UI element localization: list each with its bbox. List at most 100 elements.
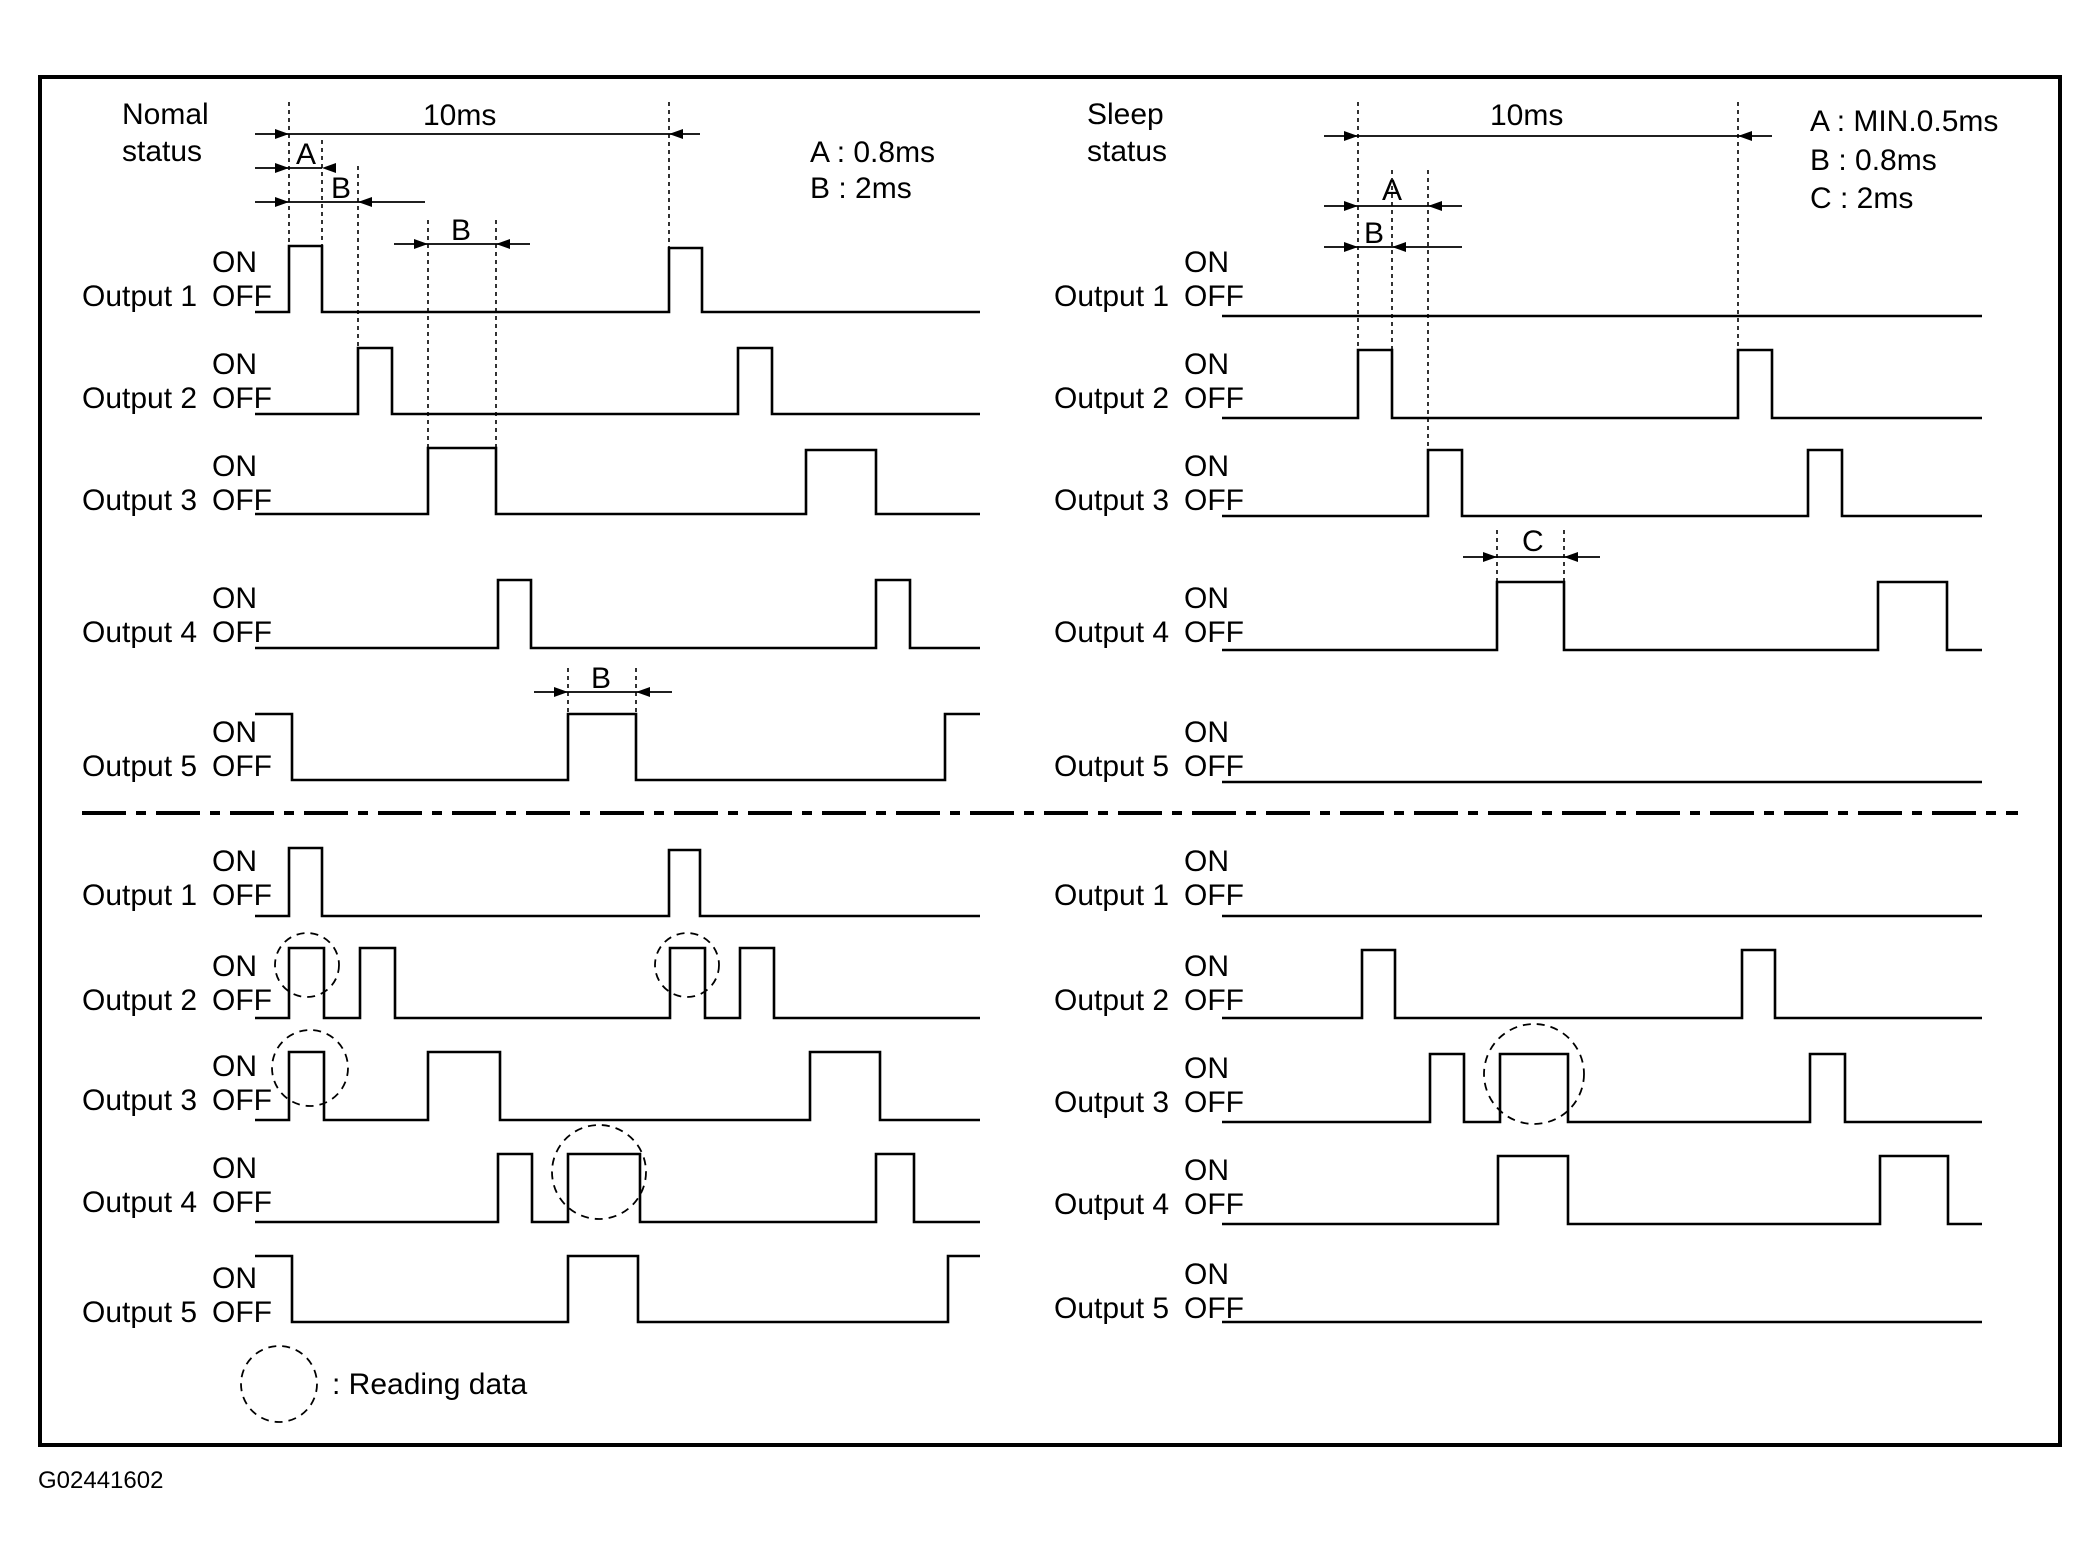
normal-reading-panel: ON Output 1 OFF ON Output 2 OFF ON Outpu… bbox=[82, 845, 980, 1329]
sleep-reading-output2-waveform bbox=[1222, 948, 1982, 1020]
normal-reading-output4-waveform bbox=[255, 1152, 980, 1224]
state-on-label: ON bbox=[212, 1262, 257, 1295]
channel-label: Output 5 bbox=[82, 750, 197, 783]
normal-ch1-labels: ON Output 1 OFF bbox=[82, 246, 272, 313]
normal-dim-b-label-3: B bbox=[591, 662, 611, 695]
channel-label: Output 4 bbox=[1054, 616, 1169, 649]
state-off-label: OFF bbox=[212, 1186, 272, 1219]
channel-label: Output 3 bbox=[82, 484, 197, 517]
normal-reading-ch4-labels: ON Output 4 OFF bbox=[82, 1152, 272, 1219]
state-on-label: ON bbox=[1184, 246, 1229, 279]
figure-id: G02441602 bbox=[38, 1467, 163, 1494]
sleep-reading-ch3-labels: ON Output 3 OFF bbox=[1054, 1052, 1244, 1119]
state-off-label: OFF bbox=[212, 280, 272, 313]
state-on-label: ON bbox=[1184, 716, 1229, 749]
state-on-label: ON bbox=[1184, 1154, 1229, 1187]
channel-label: Output 2 bbox=[1054, 382, 1169, 415]
sleep-dim-c-label: C bbox=[1522, 525, 1544, 558]
sleep-reading-ch5-labels: ON Output 5 OFF bbox=[1054, 1258, 1244, 1325]
sleep-legend-a: A : MIN.0.5ms bbox=[1810, 105, 1998, 138]
channel-label: Output 1 bbox=[82, 280, 197, 313]
state-on-label: ON bbox=[1184, 582, 1229, 615]
normal-output5-waveform bbox=[255, 712, 980, 782]
normal-ch2-labels: ON Output 2 OFF bbox=[82, 348, 272, 415]
channel-label: Output 5 bbox=[1054, 750, 1169, 783]
state-on-label: ON bbox=[212, 450, 257, 483]
channel-label: Output 1 bbox=[82, 879, 197, 912]
reading-data-marker bbox=[654, 932, 720, 998]
normal-output4-waveform bbox=[255, 578, 980, 650]
sleep-output3-waveform bbox=[1222, 448, 1982, 518]
sleep-status-title-line2: status bbox=[1087, 135, 1167, 168]
state-on-label: ON bbox=[212, 950, 257, 983]
channel-label: Output 3 bbox=[1054, 484, 1169, 517]
normal-reading-ch2-labels: ON Output 2 OFF bbox=[82, 950, 272, 1017]
sleep-ch5-labels: ON Output 5 OFF bbox=[1054, 716, 1244, 783]
normal-reading-output3-waveform bbox=[255, 1050, 980, 1122]
sleep-status-title-line1: Sleep bbox=[1087, 98, 1164, 131]
state-off-label: OFF bbox=[212, 984, 272, 1017]
state-off-label: OFF bbox=[1184, 616, 1244, 649]
normal-status-title-line2: status bbox=[122, 135, 202, 168]
channel-label: Output 1 bbox=[1054, 879, 1169, 912]
channel-label: Output 2 bbox=[82, 382, 197, 415]
channel-label: Output 2 bbox=[1054, 984, 1169, 1017]
normal-dim-a-label: A bbox=[296, 138, 316, 171]
sleep-output2-waveform bbox=[1222, 348, 1982, 420]
state-off-label: OFF bbox=[1184, 1188, 1244, 1221]
channel-label: Output 4 bbox=[82, 1186, 197, 1219]
state-off-label: OFF bbox=[1184, 750, 1244, 783]
sleep-status-panel: Sleep status 10ms A : MIN.0.5ms B : 0.8m… bbox=[1054, 98, 1998, 784]
normal-ch3-labels: ON Output 3 OFF bbox=[82, 450, 272, 517]
state-off-label: OFF bbox=[1184, 1292, 1244, 1325]
sleep-reading-ch1-labels: ON Output 1 OFF bbox=[1054, 845, 1244, 912]
normal-reading-ch1-labels: ON Output 1 OFF bbox=[82, 845, 272, 912]
state-off-label: OFF bbox=[212, 616, 272, 649]
state-on-label: ON bbox=[212, 348, 257, 381]
sleep-reading-output3-waveform bbox=[1222, 1052, 1982, 1124]
sleep-ch2-labels: ON Output 2 OFF bbox=[1054, 348, 1244, 415]
state-on-label: ON bbox=[212, 1050, 257, 1083]
state-on-label: ON bbox=[212, 246, 257, 279]
state-on-label: ON bbox=[212, 1152, 257, 1185]
reading-data-legend-marker bbox=[240, 1345, 318, 1423]
normal-ch5-labels: ON Output 5 OFF bbox=[82, 716, 272, 783]
sleep-ch1-labels: ON Output 1 OFF bbox=[1054, 246, 1244, 313]
reading-data-marker bbox=[551, 1124, 647, 1220]
state-off-label: OFF bbox=[212, 1084, 272, 1117]
state-off-label: OFF bbox=[212, 484, 272, 517]
channel-label: Output 3 bbox=[1054, 1086, 1169, 1119]
state-on-label: ON bbox=[1184, 450, 1229, 483]
state-on-label: ON bbox=[212, 582, 257, 615]
normal-output1-waveform bbox=[255, 244, 980, 314]
reading-data-legend-text: : Reading data bbox=[332, 1368, 527, 1401]
sleep-reading-ch2-labels: ON Output 2 OFF bbox=[1054, 950, 1244, 1017]
sleep-dim-a-label: A bbox=[1382, 174, 1402, 207]
normal-ch4-labels: ON Output 4 OFF bbox=[82, 582, 272, 649]
sleep-ch4-labels: ON Output 4 OFF bbox=[1054, 582, 1244, 649]
state-off-label: OFF bbox=[1184, 1086, 1244, 1119]
sleep-legend-b: B : 0.8ms bbox=[1810, 144, 1937, 177]
normal-legend-b: B : 2ms bbox=[810, 172, 912, 205]
channel-label: Output 5 bbox=[1054, 1292, 1169, 1325]
state-on-label: ON bbox=[1184, 950, 1229, 983]
sleep-reading-panel: ON Output 1 OFF ON Output 2 OFF ON Outpu… bbox=[1054, 845, 1982, 1325]
normal-status-panel: Nomal status 10ms A : 0.8ms B : 2ms A B … bbox=[82, 98, 980, 783]
normal-reading-output1-waveform bbox=[255, 846, 980, 918]
state-off-label: OFF bbox=[212, 1296, 272, 1329]
state-off-label: OFF bbox=[1184, 484, 1244, 517]
reading-data-marker bbox=[274, 932, 340, 998]
reading-data-marker bbox=[1483, 1023, 1585, 1125]
channel-label: Output 1 bbox=[1054, 280, 1169, 313]
normal-period-label: 10ms bbox=[423, 99, 496, 132]
reading-data-marker bbox=[271, 1029, 349, 1107]
normal-legend-a: A : 0.8ms bbox=[810, 136, 935, 169]
state-on-label: ON bbox=[1184, 348, 1229, 381]
state-on-label: ON bbox=[1184, 1258, 1229, 1291]
channel-label: Output 3 bbox=[82, 1084, 197, 1117]
normal-output2-waveform bbox=[255, 346, 980, 416]
sleep-legend-c: C : 2ms bbox=[1810, 182, 1913, 215]
normal-dim-b-label-1: B bbox=[331, 172, 351, 205]
normal-dim-b-label-2: B bbox=[451, 214, 471, 247]
